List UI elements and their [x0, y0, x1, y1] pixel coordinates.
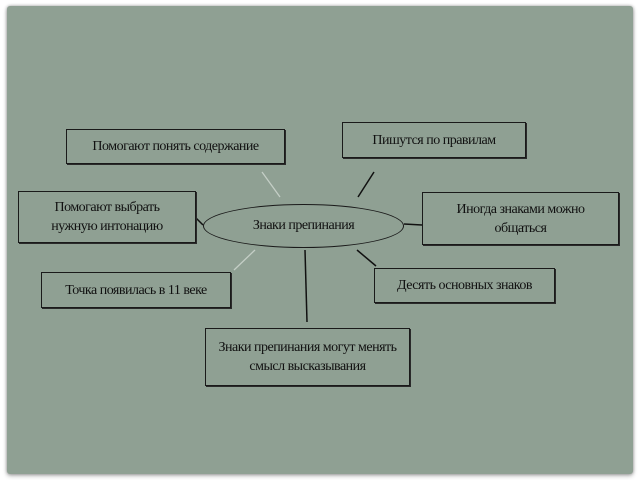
node-communicate: Иногда знаками можно общаться: [422, 192, 619, 245]
center-node: Знаки препинания: [203, 204, 404, 248]
connector-intonation: [195, 217, 204, 226]
node-communicate-label: Иногда знаками можно общаться: [456, 201, 585, 236]
connector-communicate: [403, 223, 423, 226]
node-ten: Десять основных знаков: [374, 268, 555, 303]
connector-ten: [356, 249, 377, 267]
node-meaning-label: Знаки препинания могут менять смысл выск…: [218, 340, 397, 374]
node-intonation: Помогают выбрать нужную интонацию: [18, 191, 196, 243]
connector-period: [233, 249, 256, 271]
node-period-label: Точка появилась в 11 веке: [65, 282, 207, 298]
connector-understand: [261, 171, 281, 198]
node-ten-label: Десять основных знаков: [397, 278, 532, 293]
node-rules: Пишутся по правилам: [342, 122, 526, 158]
connector-rules: [357, 171, 375, 198]
node-understand-label: Помогают понять содержание: [92, 139, 259, 154]
center-node-label: Знаки препинания: [252, 218, 355, 233]
connector-meaning: [304, 249, 308, 323]
node-period: Точка появилась в 11 веке: [41, 272, 231, 308]
node-understand: Помогают понять содержание: [66, 129, 285, 164]
node-meaning: Знаки препинания могут менять смысл выск…: [205, 328, 410, 386]
node-intonation-label: Помогают выбрать нужную интонацию: [51, 200, 163, 234]
node-rules-label: Пишутся по правилам: [372, 132, 496, 148]
